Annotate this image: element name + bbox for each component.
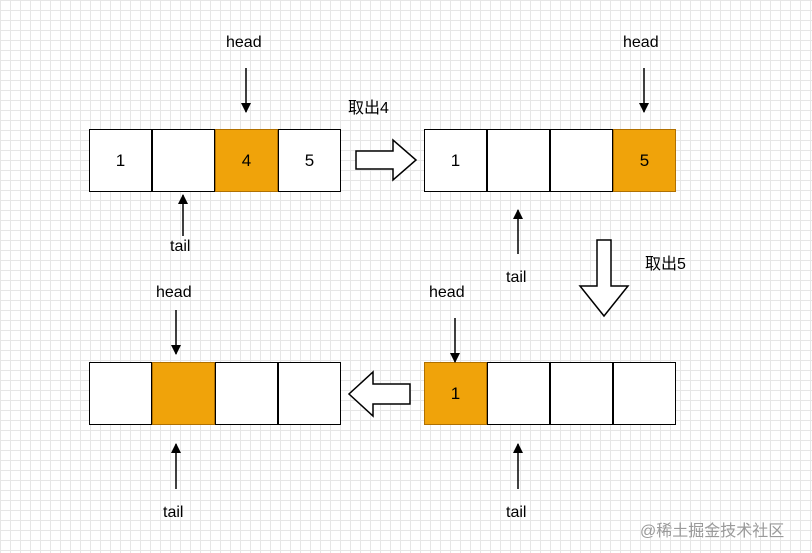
queue-3-head-label: head bbox=[429, 284, 465, 301]
queue-2-cell-3: 5 bbox=[613, 129, 676, 192]
queue-3: 1 bbox=[424, 362, 676, 425]
queue-4-cell-2 bbox=[215, 362, 278, 425]
queue-3-cell-1 bbox=[487, 362, 550, 425]
queue-4 bbox=[89, 362, 341, 425]
queue-1-cell-1 bbox=[152, 129, 215, 192]
queue-1-cell-2: 4 bbox=[215, 129, 278, 192]
queue-2-head-label: head bbox=[623, 34, 659, 51]
queue-1-tail-label: tail bbox=[170, 238, 191, 255]
queue-3-cell-3 bbox=[613, 362, 676, 425]
watermark: @稀土掘金技术社区 bbox=[640, 523, 785, 540]
block-arrow-right bbox=[355, 138, 418, 182]
queue-1: 1 4 5 bbox=[89, 129, 341, 192]
queue-1-cell-3: 5 bbox=[278, 129, 341, 192]
queue-4-tail-label: tail bbox=[163, 504, 184, 521]
queue-1-head-label: head bbox=[226, 34, 262, 51]
queue-4-head-label: head bbox=[156, 284, 192, 301]
queue-1-cell-0: 1 bbox=[89, 129, 152, 192]
caption-take-out-4: 取出4 bbox=[348, 100, 389, 117]
block-arrow-down bbox=[578, 239, 630, 318]
queue-2-cell-2 bbox=[550, 129, 613, 192]
queue-2: 1 5 bbox=[424, 129, 676, 192]
caption-take-out-5: 取出5 bbox=[645, 256, 686, 273]
queue-4-cell-1 bbox=[152, 362, 215, 425]
queue-4-cell-0 bbox=[89, 362, 152, 425]
queue-3-cell-2 bbox=[550, 362, 613, 425]
queue-4-cell-3 bbox=[278, 362, 341, 425]
block-arrow-left bbox=[347, 370, 411, 418]
queue-3-tail-label: tail bbox=[506, 504, 527, 521]
queue-2-cell-0: 1 bbox=[424, 129, 487, 192]
queue-3-cell-0: 1 bbox=[424, 362, 487, 425]
queue-2-tail-label: tail bbox=[506, 269, 527, 286]
queue-2-cell-1 bbox=[487, 129, 550, 192]
